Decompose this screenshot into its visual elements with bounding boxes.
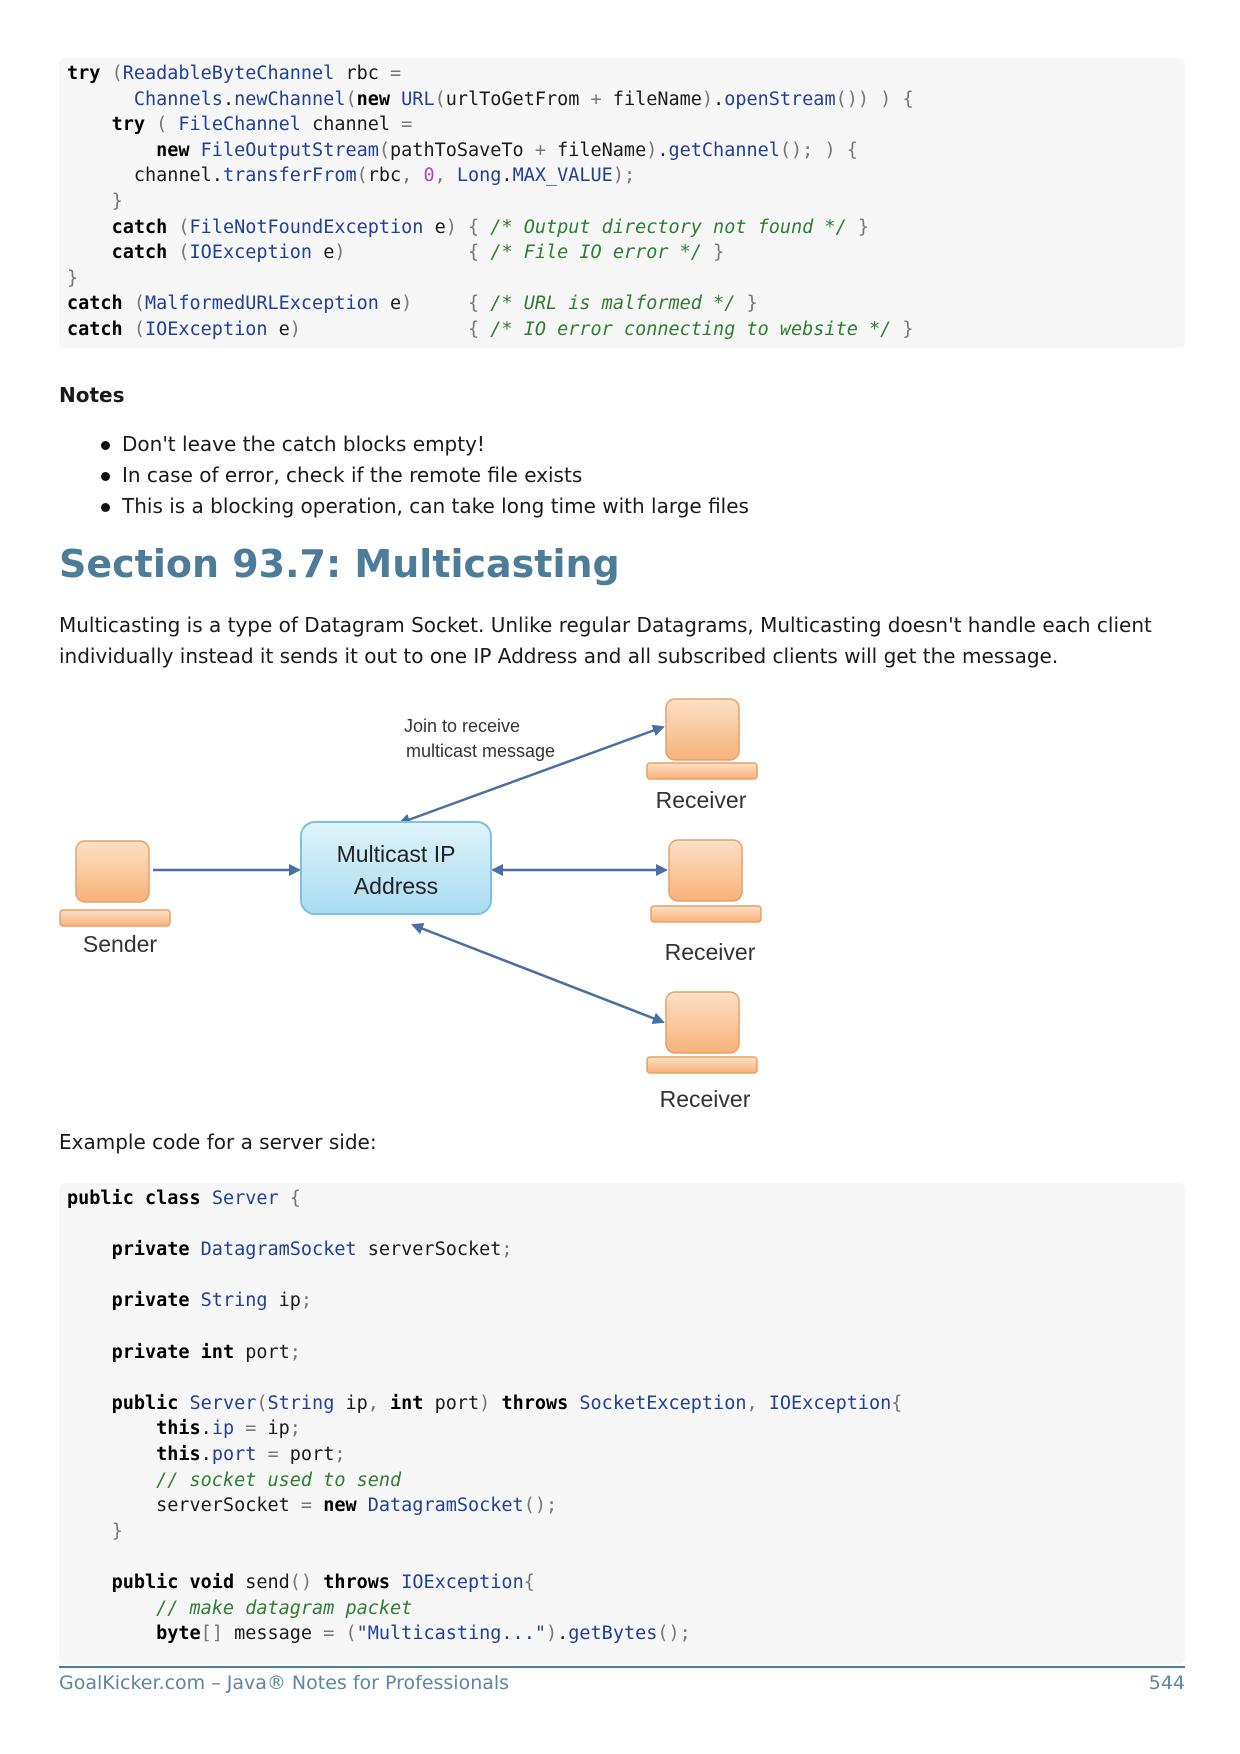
code-block-server: public class Server { ​ private DatagramS… [59,1183,1185,1664]
code-line: private int port; [111,1341,301,1363]
join-label-line1: Join to receive [404,716,520,736]
code-line: public void send() throws IOException{ [111,1571,535,1593]
code-line: private DatagramSocket serverSocket; [111,1239,513,1261]
code-line: byte[] message = ("Multicasting...").get… [156,1623,691,1645]
code-line: catch (IOException e) { /* IO error conn… [67,318,914,340]
code-line: } [111,190,123,212]
section-title: Section 93.7: Multicasting [59,542,620,586]
join-label-line2: multicast message [406,741,555,761]
code-line: catch (IOException e) { /* File IO error… [111,242,725,264]
code-line: // make datagram packet [156,1597,413,1619]
code-line: new FileOutputStream(pathToSaveTo + file… [156,139,858,161]
code-line: ​ [59,1544,1185,1570]
code-line: ​ [59,1365,1185,1391]
code-line: serverSocket = new DatagramSocket(); [67,1495,558,1517]
code-line: channel.transferFrom(rbc, 0, Long.MAX_VA… [67,165,636,187]
code-line: public Server(String ip, int port) throw… [111,1392,903,1414]
receiver-computer-icon [650,839,762,923]
code-block-download: try (ReadableByteChannel rbc = Channels.… [59,58,1185,348]
receiver-label-3: Receiver [660,1086,751,1110]
sender-computer-icon [59,840,171,927]
code-line: this.ip = ip; [156,1418,301,1440]
center-label-line2: Address [354,873,438,899]
code-lines: public class Server { ​ private DatagramS… [59,1186,1185,1647]
footer-source: GoalKicker.com – Java® Notes for Profess… [59,1672,510,1694]
receiver-computer-icon [646,991,758,1074]
multicast-address-box: Multicast IP Address [300,821,492,915]
code-line: } [67,267,79,289]
section-paragraph: Multicasting is a type of Datagram Socke… [59,613,1152,668]
arrows [153,724,668,1024]
receiver-label-1: Receiver [656,787,747,813]
receiver-label-2: Receiver [665,939,756,965]
code-line: Channels.newChannel(new URL(urlToGetFrom… [133,88,914,110]
code-line: ​ [59,1314,1185,1340]
footer-divider [59,1666,1185,1668]
code-line: try (ReadableByteChannel rbc = [67,63,402,84]
code-line: catch (MalformedURLException e) { /* URL… [67,293,758,315]
list-item: In case of error, check if the remote fi… [100,460,749,491]
list-item: Don't leave the catch blocks empty! [100,429,749,460]
code-line: public class Server { [67,1188,301,1209]
code-line: catch (FileNotFoundException e) { /* Out… [111,216,869,238]
code-line: // socket used to send [156,1469,402,1491]
join-arrow [398,724,665,826]
sender-label: Sender [83,931,158,957]
notes-heading: Notes [59,383,125,407]
code-line: private String ip; [111,1290,313,1312]
list-item: This is a blocking operation, can take l… [100,491,749,522]
code-line: this.port = port; [156,1443,346,1465]
receiver3-arrow [411,923,665,1024]
code-lines: try (ReadableByteChannel rbc = Channels.… [59,61,1185,343]
receiver-computer-icon [646,698,758,780]
multicast-diagram: Multicast IP Address Join to receive mul… [59,698,762,1110]
example-intro: Example code for a server side: [59,1130,377,1154]
code-line: } [111,1520,123,1542]
notes-list: Don't leave the catch blocks empty! In c… [100,429,749,522]
page-number: 544 [1148,1672,1185,1694]
center-label-line1: Multicast IP [337,841,456,867]
code-line: try ( FileChannel channel = [111,114,413,136]
code-line: ​ [59,1263,1185,1289]
code-line: ​ [59,1212,1185,1238]
